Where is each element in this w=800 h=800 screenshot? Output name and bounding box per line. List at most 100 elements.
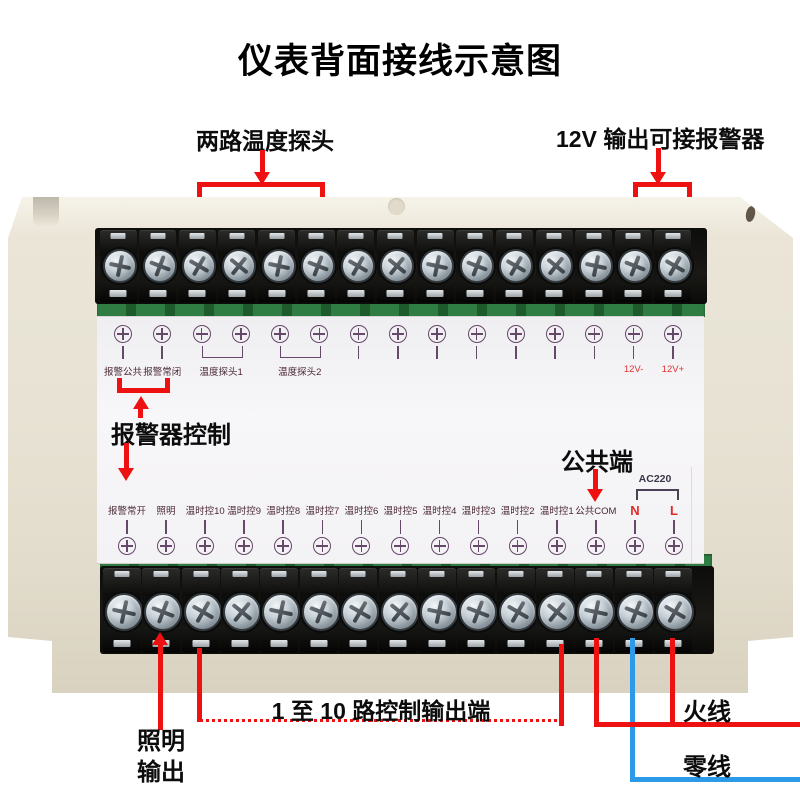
terminal-screw: [656, 593, 695, 631]
panel-terminal-tick: [161, 346, 164, 359]
alarm-control-bracket: [117, 378, 170, 393]
terminal-block: [260, 568, 301, 652]
terminal-clamp-bottom: [307, 290, 325, 297]
terminal-screw: [261, 592, 301, 632]
terminal-clamp-top: [311, 571, 327, 577]
terminal-clamp-top: [350, 571, 366, 577]
terminal-screw: [340, 249, 375, 283]
neutral-wire-vertical: [630, 638, 635, 782]
panel-terminal-label: 温时控8: [266, 506, 301, 517]
screw-hole: [388, 198, 405, 215]
alarm-control-arrow-up-shaft: [138, 407, 143, 418]
panel-terminal-tick: [475, 346, 478, 359]
plus-horizontal: [627, 333, 640, 335]
panel-terminal-plus: [585, 325, 604, 343]
terminal-screw: [577, 593, 616, 631]
terminal-screw: [380, 249, 415, 283]
screw-cross: [652, 589, 698, 635]
terminal-block: [299, 568, 340, 652]
plus-horizontal: [549, 333, 562, 335]
panel-group-bracket: [280, 346, 322, 358]
panel-terminal-plus: [349, 325, 368, 343]
screw-cross: [457, 247, 496, 286]
plus-horizontal: [199, 545, 212, 547]
case-notch: [33, 197, 59, 227]
terminal-clamp-bottom: [149, 290, 167, 297]
panel-terminal-tick: [397, 346, 399, 359]
terminal-clamp-bottom: [109, 290, 127, 297]
terminal-clamp-top: [468, 571, 484, 577]
terminal-clamp-bottom: [188, 290, 206, 297]
terminal-screw: [301, 593, 340, 631]
terminal-screw: [539, 249, 574, 283]
terminal-screw: [537, 593, 576, 631]
terminal-block: [495, 230, 534, 302]
panel-terminal-plus: [391, 537, 410, 555]
panel-terminal-tick: [593, 346, 596, 359]
panel-terminal-plus: [231, 325, 250, 343]
panel-terminal-tick: [282, 520, 285, 534]
terminal-clamp-bottom: [466, 290, 484, 297]
terminal-clamp-bottom: [546, 640, 564, 647]
lighting-output-line1: 照明: [137, 728, 185, 755]
lighting-output-arrow-shaft: [158, 644, 163, 730]
panel-terminal-tick: [165, 520, 167, 534]
screw-cross: [102, 248, 138, 284]
terminal-clamp-bottom: [505, 290, 523, 297]
panel-terminal-plus: [430, 537, 449, 555]
screw-cross: [261, 592, 301, 632]
terminal-clamp-bottom: [228, 290, 246, 297]
plus-horizontal: [666, 333, 679, 335]
terminal-clamp-top: [508, 571, 524, 577]
screw-cross: [179, 246, 220, 287]
panel-terminal-tick: [632, 346, 635, 359]
terminal-block: [575, 230, 613, 302]
panel-terminal-label: 照明: [156, 506, 176, 517]
screw-cross: [533, 588, 581, 636]
live-wire-vertical-com: [594, 638, 599, 727]
terminal-screw: [657, 249, 692, 283]
terminal-clamp-top: [150, 233, 166, 239]
plus-horizontal: [667, 545, 680, 547]
callout-temp-probes: 两路温度探头: [196, 128, 334, 154]
terminal-screw: [419, 593, 458, 631]
terminal-clamp-top: [269, 233, 285, 239]
panel-terminal-label: 温时控1: [539, 506, 574, 517]
panel-terminal-plus: [313, 537, 332, 555]
panel-terminal-plus: [235, 537, 254, 555]
plus-horizontal: [431, 333, 444, 335]
terminal-screw: [499, 249, 534, 283]
terminal-clamp-bottom: [347, 290, 365, 297]
panel-terminal-plus: [467, 325, 486, 343]
screw-cross: [218, 588, 266, 636]
panel-terminal-label: 温时控5: [383, 506, 418, 517]
terminal-clamp-top: [390, 571, 406, 577]
panel-terminal-plus: [118, 537, 136, 555]
live-wire-vertical-l: [670, 638, 675, 727]
screw-cross: [616, 247, 655, 286]
terminal-clamp-bottom: [467, 640, 485, 647]
panel-terminal-tick: [204, 520, 206, 534]
terminal-clamp-bottom: [270, 640, 288, 647]
screw-cross: [419, 248, 455, 284]
top-terminal-strip: [95, 228, 707, 304]
plus-horizontal: [234, 333, 247, 335]
panel-terminal-plus: [388, 325, 407, 343]
panel-terminal-plus: [547, 537, 566, 555]
terminal-block: [456, 230, 496, 302]
panel-terminal-label: 温时控4: [422, 506, 457, 517]
screw-cross: [456, 590, 500, 634]
terminal-block: [376, 230, 415, 302]
callout-12v-alarm: 12V 输出可接报警器: [556, 126, 765, 152]
panel-terminal-label: 公共COM: [575, 506, 617, 517]
terminal-block: [654, 230, 692, 302]
panel-terminal-label: 温时控7: [305, 506, 340, 517]
terminal-block: [457, 568, 498, 652]
terminal-clamp-bottom: [545, 290, 563, 297]
panel-terminal-plus: [428, 325, 447, 343]
plus-horizontal: [391, 333, 404, 335]
temp-probes-arrow-head: [254, 172, 270, 185]
panel-terminal-tick: [595, 520, 597, 534]
screw-cross: [141, 590, 185, 634]
